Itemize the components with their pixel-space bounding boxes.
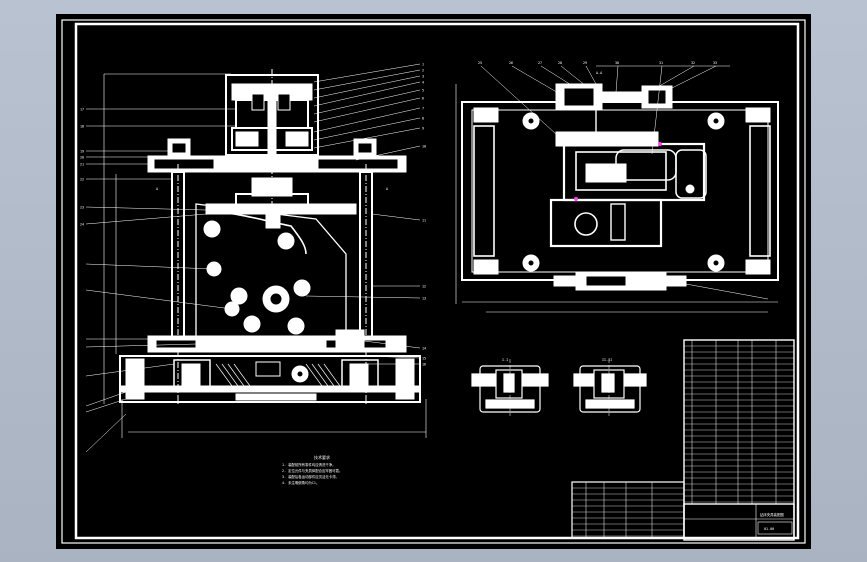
balloon-label: 32 <box>691 61 695 65</box>
balloon-label: 12 <box>422 285 426 289</box>
plan-view[interactable] <box>455 83 779 313</box>
balloon-label: 18 <box>80 125 84 129</box>
balloon-label: 27 <box>538 61 542 65</box>
balloon-label: 23 <box>80 206 84 210</box>
drawing-viewport[interactable]: A A A-A I-I II-II 技术要求 1. 装配前所有零件均应清洗干净。… <box>56 14 811 549</box>
balloon-label: 33 <box>713 61 717 65</box>
notes-line-4: 4. 未注明倒角均为C1。 <box>282 480 319 485</box>
outer-frame <box>61 19 806 544</box>
balloon-label: 19 <box>80 150 84 154</box>
technical-notes: 技术要求 1. 装配前所有零件均应清洗干净。 2. 定位元件与夹具体配合应牢固可… <box>282 454 342 485</box>
parts-list-rows <box>684 345 794 503</box>
notes-line-3: 3. 装配后各运动部件应灵活无卡滞。 <box>282 474 339 479</box>
balloon-label: 17 <box>80 108 84 112</box>
plan-view-balloons: 25 26 27 28 29 30 31 32 33 <box>478 61 717 65</box>
balloon-label: 10 <box>422 145 426 149</box>
balloon-label: 2 <box>422 69 424 73</box>
revision-table <box>571 481 685 539</box>
section-mark-right: A <box>386 187 388 191</box>
balloon-label: 15 <box>422 357 426 361</box>
title-block-title: 钻床夹具装配图 <box>760 512 784 517</box>
balloon-label: 8 <box>422 117 424 121</box>
balloon-label: 28 <box>558 61 562 65</box>
balloon-label: 22 <box>80 178 84 182</box>
balloon-label: 16 <box>422 363 426 367</box>
balloon-label: 26 <box>509 61 513 65</box>
section-mark-left: A <box>156 187 158 191</box>
notes-line-2: 2. 定位元件与夹具体配合应牢固可靠。 <box>282 468 342 473</box>
balloon-label: 13 <box>422 297 426 301</box>
front-view-leaders <box>85 63 421 453</box>
plan-view-label: A-A <box>596 71 602 75</box>
detail-1-label: I-I <box>502 358 508 362</box>
balloon-label: 4 <box>422 81 424 85</box>
detail-2-label: II-II <box>602 358 612 362</box>
notes-line-1: 1. 装配前所有零件均应清洗干净。 <box>282 462 336 467</box>
revision-table-rows <box>572 487 684 537</box>
balloon-label: 30 <box>615 61 619 65</box>
balloon-label: 20 <box>80 156 84 160</box>
detail-view-1[interactable] <box>471 359 549 416</box>
notes-title: 技术要求 <box>314 454 330 460</box>
detail-view-2[interactable] <box>573 359 647 416</box>
balloon-label: 9 <box>422 127 424 131</box>
balloon-label: 24 <box>80 223 84 227</box>
balloon-label: 3 <box>422 75 424 79</box>
front-view[interactable] <box>103 69 427 438</box>
balloon-label: 1 <box>422 63 424 67</box>
balloon-label: 25 <box>478 61 482 65</box>
parts-list[interactable] <box>683 339 795 541</box>
balloon-label: 5 <box>422 89 424 93</box>
balloon-label: 6 <box>422 97 424 101</box>
title-block[interactable] <box>683 503 795 539</box>
balloon-label: 21 <box>80 163 84 167</box>
balloon-label: 31 <box>659 61 663 65</box>
balloon-label: 11 <box>422 219 426 223</box>
cad-drawing[interactable]: A A A-A I-I II-II 技术要求 1. 装配前所有零件均应清洗干净。… <box>56 14 811 549</box>
balloon-label: 14 <box>422 347 426 351</box>
inner-frame <box>74 22 800 540</box>
title-block-drawing-no: 01-00 <box>764 527 774 531</box>
plan-view-leaders <box>480 65 769 300</box>
balloon-label: 7 <box>422 107 424 111</box>
balloon-label: 29 <box>583 61 587 65</box>
